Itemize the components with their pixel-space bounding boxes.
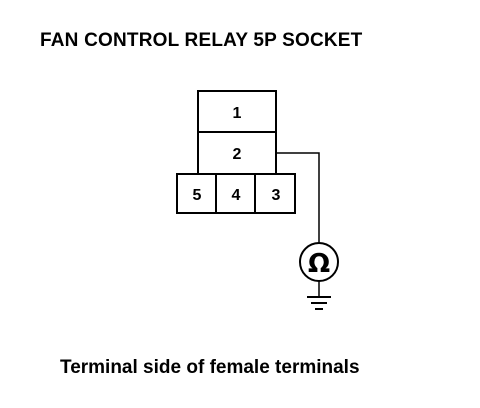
ohm-symbol: Ω [308, 249, 330, 279]
terminal-label-5: 5 [193, 187, 202, 204]
ground-icon [307, 296, 331, 310]
ohmmeter-icon: Ω [299, 242, 339, 282]
terminal-label-3: 3 [272, 187, 281, 204]
terminal-cavity-3 [254, 173, 296, 214]
terminal-label-4: 4 [232, 187, 241, 204]
diagram-caption: Terminal side of female terminals [60, 357, 360, 378]
relay-socket [176, 90, 296, 214]
terminal-label-2: 2 [233, 146, 242, 163]
test-lead-wire [276, 152, 320, 244]
diagram-title: FAN CONTROL RELAY 5P SOCKET [40, 30, 363, 51]
terminal-label-1: 1 [233, 105, 242, 122]
